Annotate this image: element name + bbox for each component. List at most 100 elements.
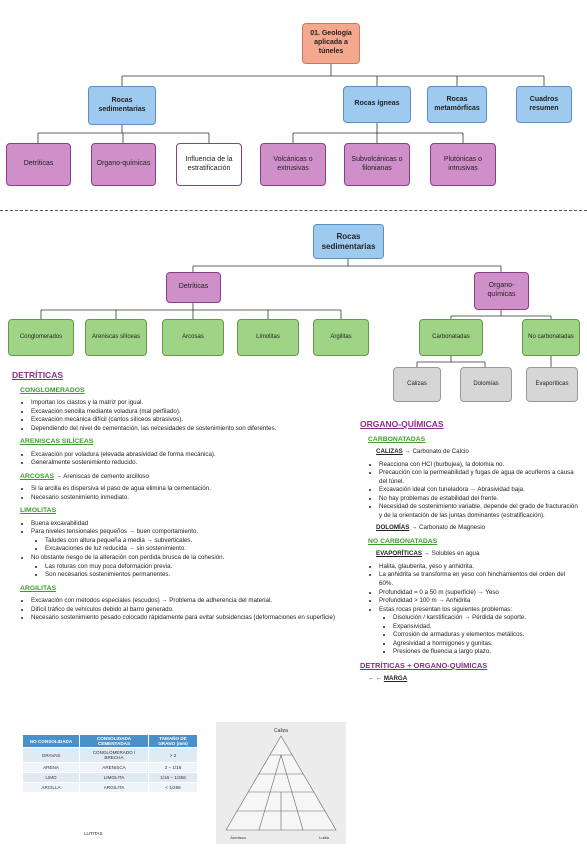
node-arcosas[interactable]: Arcosas: [162, 319, 224, 356]
list-item: Taludes con altura pequeña a media → sub…: [45, 537, 352, 546]
organo-notes: ORGANO-QUÍMICAS CARBONATADAS CALIZAS → C…: [360, 419, 578, 684]
table-row: ARENA ARENISCA 2 – 1/16: [22, 762, 198, 773]
argilitas-list: Excavación con métodos especiales (escud…: [20, 597, 352, 623]
list-item: Necesidad de sostenimiento variable, dep…: [379, 503, 578, 520]
list-item: Necesario sostenimiento inmediato.: [31, 494, 352, 503]
list-item: Estas rocas presentan los siguientes pro…: [379, 606, 578, 657]
list-item: La anhidrita se transforma en yeso con h…: [379, 571, 578, 588]
organo-title: ORGANO-QUÍMICAS: [360, 419, 444, 429]
list-item: Excavación sencilla mediante voladura (m…: [31, 408, 352, 417]
node-evaporiticas[interactable]: Evaporíticas: [526, 367, 578, 402]
table-cell: LIMOLITA: [79, 772, 149, 783]
table-header: NO CONSOLIDADA: [22, 734, 80, 748]
calizas-suffix: → Carbonato de Calcio: [402, 448, 469, 456]
list-item: Las roturas con muy poca deformación pre…: [45, 563, 352, 572]
node-calizas[interactable]: Calizas: [393, 367, 441, 402]
node-organo-quimicas[interactable]: Organo-químicas: [91, 143, 156, 186]
conglomerados-list: Importan los clastos y la matriz por igu…: [20, 399, 352, 433]
node-dolomias[interactable]: Dolomías: [460, 367, 512, 402]
table-cell: LIMO: [22, 772, 80, 783]
list-item: Dependiendo del nivel de cementación, la…: [31, 425, 352, 434]
evap-suffix: → Solubles en agua: [421, 550, 480, 558]
table-cell: ARENA: [22, 762, 80, 773]
dolomias-suffix: → Carbonato de Magnesio: [409, 524, 486, 532]
table-footnote: LUTITAS: [84, 831, 103, 836]
conglomerados-heading: CONGLOMERADOS: [20, 386, 85, 394]
dolomias-heading-row: DOLOMÍAS → Carbonato de Magnesio: [376, 524, 578, 533]
node-rocas-metamorficas[interactable]: Rocas metamórficas: [427, 86, 487, 123]
node-cuadros-resumen[interactable]: Cuadros resumen: [516, 86, 572, 123]
table-cell: 1/16 – 1/256: [148, 772, 198, 783]
list-item: Excavación mecánica difícil (cantos silí…: [31, 416, 352, 425]
calizas-heading-row: CALIZAS → Carbonato de Calcio: [376, 448, 578, 457]
evap-list: Halita, glauberita, yeso y anhidrita. La…: [368, 563, 578, 657]
node-root-geologia[interactable]: 01. Geología aplicada a túneles: [302, 23, 360, 64]
list-item: Son necesarios sostenimientos permanente…: [45, 571, 352, 580]
evap-sublist: Disolución / karstificación → Pérdida de…: [379, 614, 578, 657]
list-item: Presiones de fluencia a largo plazo.: [393, 648, 578, 657]
limolitas-list: Buena excavabilidad Para niveles tension…: [20, 520, 352, 580]
list-item-text: No obstante riesgo de la alteración con …: [31, 553, 225, 561]
detriticas-notes: DETRÍTICAS CONGLOMERADOS Importan los cl…: [12, 370, 352, 623]
calizas-label: CALIZAS: [376, 448, 403, 456]
evap-label: EVAPORÍTICAS: [376, 550, 422, 558]
table-row: ARCILLA ARGILITA < 1/256: [22, 782, 198, 793]
node-conglomerados[interactable]: Conglomerados: [8, 319, 74, 356]
areniscas-heading: ARENISCAS SILÍCEAS: [20, 438, 94, 446]
list-item: Buena excavabilidad: [31, 520, 352, 529]
node-sed-root[interactable]: Rocas sedimentarias: [313, 224, 384, 259]
list-item: Para niveles tensionales pequeños → buen…: [31, 528, 352, 554]
table-cell: < 1/256: [148, 782, 198, 793]
list-item: Excavación con métodos especiales (escud…: [31, 597, 352, 606]
limolitas-sublist-2: Las roturas con muy poca deformación pre…: [31, 563, 352, 580]
node-no-carbonatadas[interactable]: No carbonatadas: [522, 319, 580, 356]
node-sed-organo[interactable]: Organo-químicas: [474, 272, 529, 310]
marga-row: ← ← MARGA: [368, 675, 578, 684]
list-item: Excavaciones de luz reducida → sin soste…: [45, 545, 352, 554]
list-item: Halita, glauberita, yeso y anhidrita.: [379, 563, 578, 572]
node-volcanicas[interactable]: Volcánicas o extrusivas: [260, 143, 326, 186]
list-item: Profundidad = 0 a 50 m (superficie) → Ye…: [379, 589, 578, 598]
list-item: Excavación ideal con tuneladora → Abrasi…: [379, 486, 578, 495]
ternary-top-label: Caliza: [274, 728, 288, 734]
node-areniscas-siliceas[interactable]: Areniscas silíceas: [85, 319, 147, 356]
node-carbonatadas[interactable]: Carbonatadas: [419, 319, 483, 356]
list-item: Generalmente sostenimiento reducido.: [31, 459, 352, 468]
node-subvolcanicas[interactable]: Subvolcánicas o filonianas: [344, 143, 410, 186]
table-header-row: NO CONSOLIDADA CONSOLIDADA CEMENTADAS TA…: [22, 734, 198, 748]
nocarb-heading: NO CARBONATADAS: [368, 538, 438, 546]
list-item: Excavación por voladura (elevada abrasiv…: [31, 451, 352, 460]
list-item: Difícil tráfico de vehículos debido al b…: [31, 606, 352, 615]
marga-arrow: ← ←: [368, 675, 384, 683]
table-row: GRAVAS CONGLOMERADO / BRECHA > 2: [22, 747, 198, 763]
arcosas-list: Si la arcilla es dispersiva el paso de a…: [20, 485, 352, 502]
node-argilitas[interactable]: Argilitas: [313, 319, 369, 356]
argilitas-heading: ARGILITAS: [20, 584, 57, 592]
calizas-list: Reacciona con HCl (burbujea), la dolomía…: [368, 461, 578, 521]
node-plutonicas[interactable]: Plutónicas o intrusivas: [430, 143, 496, 186]
list-item: Si la arcilla es dispersiva el paso de a…: [31, 485, 352, 494]
dolomias-label: DOLOMÍAS: [376, 524, 410, 532]
list-item: Profundidad > 100 m → Anhidrita: [379, 597, 578, 606]
node-limolitas[interactable]: Limolitas: [237, 319, 299, 356]
node-influencia-estratificacion[interactable]: Influencia de la estratificación: [176, 143, 242, 186]
node-sed-detriticas[interactable]: Detríticas: [166, 272, 221, 303]
node-detriticas[interactable]: Detríticas: [6, 143, 71, 186]
list-item-text: Para niveles tensionales pequeños → buen…: [31, 528, 199, 536]
table-cell: ARGILITA: [79, 782, 149, 793]
list-item-text: Estas rocas presentan los siguientes pro…: [379, 605, 513, 613]
ternary-diagram-svg: Caliza Arenisca Lutita: [225, 728, 337, 840]
list-item: Corrosión de armaduras y elementos metál…: [393, 631, 578, 640]
areniscas-list: Excavación por voladura (elevada abrasiv…: [20, 451, 352, 468]
node-rocas-sedimentarias[interactable]: Rocas sedimentarias: [88, 86, 156, 125]
table-cell: GRAVAS: [22, 747, 80, 763]
detriticas-title: DETRÍTICAS: [12, 370, 63, 380]
ternary-right-label: Lutita: [319, 835, 330, 840]
table-cell: ARENISCA: [79, 762, 149, 773]
table-header: CONSOLIDADA CEMENTADAS: [79, 734, 149, 748]
arcosas-heading: ARCOSAS: [20, 472, 54, 480]
node-rocas-igneas[interactable]: Rocas ígneas: [343, 86, 411, 123]
list-item: No hay problemas de estabilidad del fren…: [379, 495, 578, 504]
table-row: LIMO LIMOLITA 1/16 – 1/256: [22, 772, 198, 783]
